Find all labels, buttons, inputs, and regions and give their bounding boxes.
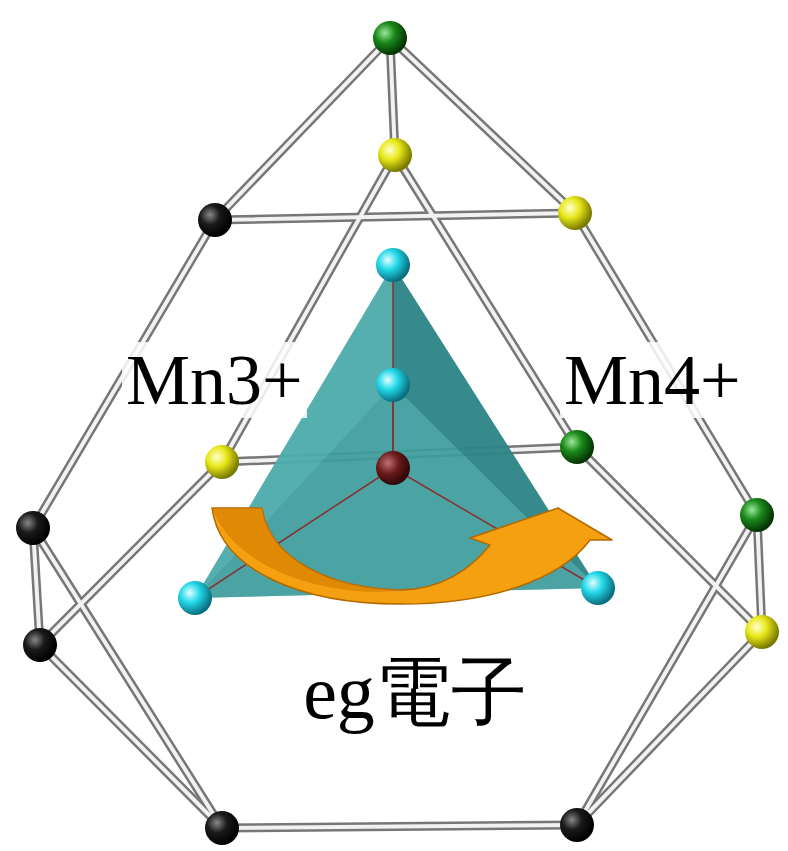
ion-label: Mn3+ <box>122 342 307 418</box>
atoms <box>16 21 779 845</box>
electron-label: eg電子 <box>299 652 531 732</box>
ion-label: Mn4+ <box>560 342 745 418</box>
tetrahedron <box>178 248 615 615</box>
bond-rods <box>33 38 762 828</box>
hopping-arrow <box>212 508 612 604</box>
